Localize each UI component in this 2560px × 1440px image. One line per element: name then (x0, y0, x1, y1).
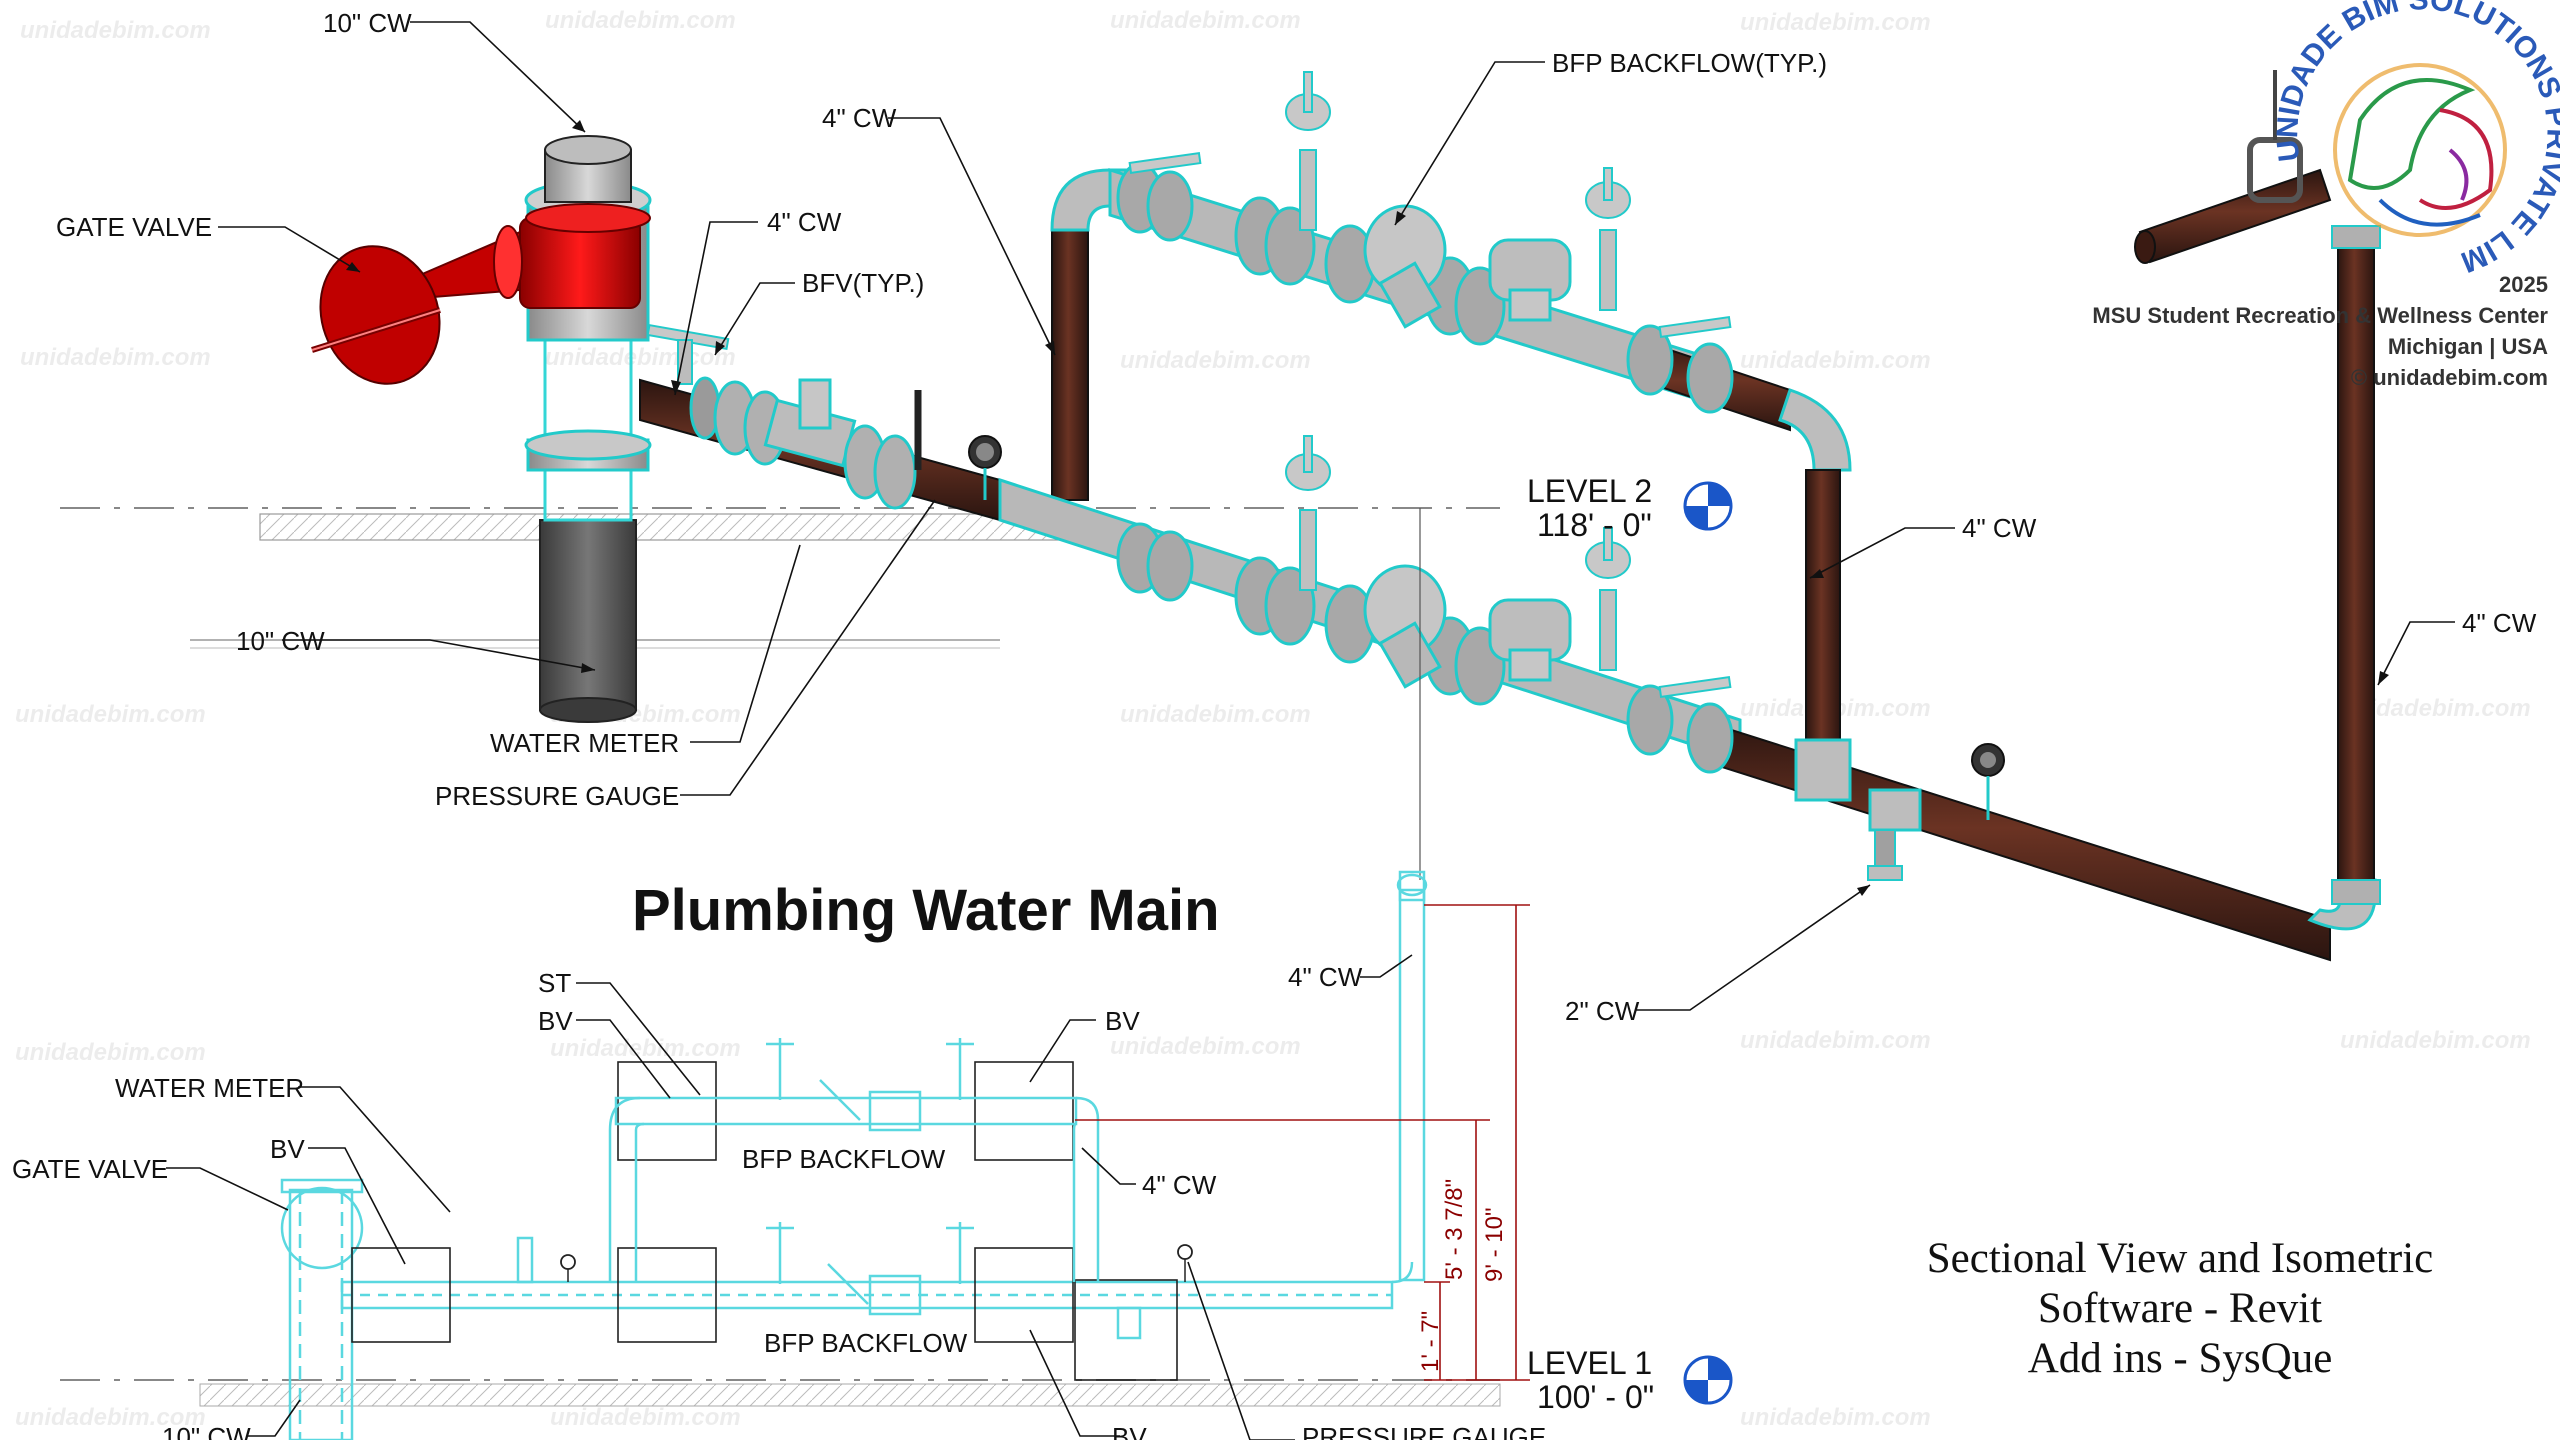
project-year: 2025 (2499, 272, 2548, 297)
watermark: unidadebim.com (15, 701, 206, 728)
label-4in-cw-a: 4" CW (822, 103, 897, 133)
label-gate-valve: GATE VALVE (56, 212, 212, 242)
watermark: unidadebim.com (550, 1035, 741, 1062)
isometric-10in-main (311, 135, 652, 723)
level-2-marker: LEVEL 2 118' - 0" (1527, 473, 1733, 543)
level-1-name: LEVEL 1 (1527, 1345, 1652, 1381)
level-1-elevation: 100' - 0" (1537, 1379, 1654, 1415)
watermark: unidadebim.com (1120, 701, 1311, 728)
project-name: MSU Student Recreation & Wellness Center (2092, 303, 2548, 328)
label-bfp-backflow-top: BFP BACKFLOW (742, 1144, 946, 1174)
isometric-annotations: 10" CW GATE VALVE 4" CW 4" CW BFV(TYP.) … (56, 8, 2537, 1026)
label-bfp-backflow-bottom: BFP BACKFLOW (764, 1328, 968, 1358)
project-copyright: © unidadebim.com (2351, 365, 2548, 390)
label-2in-cw: 2" CW (1565, 996, 1640, 1026)
label-bfp-backflow: BFP BACKFLOW(TYP.) (1552, 48, 1827, 78)
label-bv-upper-right: BV (1105, 1006, 1140, 1036)
label-bv-bottom: BV (1112, 1422, 1147, 1440)
level-2-slab (60, 507, 1500, 649)
isometric-branch-lower (639, 323, 1002, 522)
watermark: unidadebim.com (1110, 7, 1301, 34)
label-water-meter-section: WATER METER (115, 1073, 304, 1103)
label-4in-cw-c: 4" CW (1962, 513, 2037, 543)
credits-line-2: Software - Revit (2038, 1285, 2322, 1332)
credits-block: Sectional View and Isometric Software - … (1927, 1235, 2434, 1382)
project-location: Michigan | USA (2388, 334, 2548, 359)
label-bv-left: BV (270, 1134, 305, 1164)
watermark: unidadebim.com (1740, 1404, 1931, 1431)
watermark: unidadebim.com (545, 344, 736, 371)
label-4in-cw-loop: 4" CW (1142, 1170, 1217, 1200)
project-info: 2025 MSU Student Recreation & Wellness C… (2092, 272, 2548, 390)
label-pressure-gauge: PRESSURE GAUGE (435, 781, 679, 811)
label-4in-cw-riser: 4" CW (1288, 962, 1363, 992)
page-title: Plumbing Water Main (632, 878, 1220, 943)
isometric-bfp-upper (1050, 71, 1852, 751)
label-bv-upper-left: BV (538, 1006, 573, 1036)
dim-5ft-3-7-8in: 5' - 3 7/8" (1441, 1179, 1468, 1280)
watermark: unidadebim.com (1740, 347, 1931, 374)
label-10in-cw-top: 10" CW (323, 8, 412, 38)
watermark: unidadebim.com (15, 1404, 206, 1431)
dim-9ft-10in: 9' - 10" (1481, 1208, 1508, 1282)
watermark: unidadebim.com (2340, 1027, 2531, 1054)
label-pressure-gauge-section: PRESSURE GAUGE (1302, 1422, 1546, 1440)
watermark: unidadebim.com (1110, 1033, 1301, 1060)
sectional-view: 9' - 10" 5' - 3 7/8" 1' - 7" (60, 870, 1530, 1440)
watermark: unidadebim.com (1740, 9, 1931, 36)
level-2-name: LEVEL 2 (1527, 473, 1652, 509)
level-marker-icon (1683, 481, 1733, 531)
watermark: unidadebim.com (1120, 347, 1311, 374)
label-water-meter: WATER METER (490, 728, 679, 758)
label-4in-cw-d: 4" CW (2462, 608, 2537, 638)
label-bfv: BFV(TYP.) (802, 268, 924, 298)
dim-1ft-7in: 1' - 7" (1417, 1311, 1444, 1372)
label-gate-valve-section: GATE VALVE (12, 1154, 168, 1184)
label-st: ST (538, 968, 571, 998)
watermark: unidadebim.com (15, 1039, 206, 1066)
level-marker-icon (1683, 1355, 1733, 1405)
isometric-bfp-lower (998, 70, 2381, 962)
label-4in-cw-b: 4" CW (767, 207, 842, 237)
watermark: unidadebim.com (1740, 1027, 1931, 1054)
level-2-elevation: 118' - 0" (1537, 507, 1652, 543)
watermark: unidadebim.com (20, 17, 211, 44)
label-10in-cw-bottom: 10" CW (162, 1422, 251, 1440)
credits-line-1: Sectional View and Isometric (1927, 1235, 2434, 1282)
credits-line-3: Add ins - SysQue (2028, 1335, 2333, 1382)
watermark: unidadebim.com (20, 344, 211, 371)
watermark: unidadebim.com (545, 7, 736, 34)
label-10in-cw-mid: 10" CW (236, 626, 325, 656)
watermarks: unidadebim.com unidadebim.com unidadebim… (15, 7, 2531, 1431)
level-1-marker: LEVEL 1 100' - 0" (1527, 1345, 1733, 1415)
watermark: unidadebim.com (550, 1404, 741, 1431)
sectional-annotations: ST BV BV WATER METER BV GATE VALVE BFP B… (12, 954, 1546, 1440)
